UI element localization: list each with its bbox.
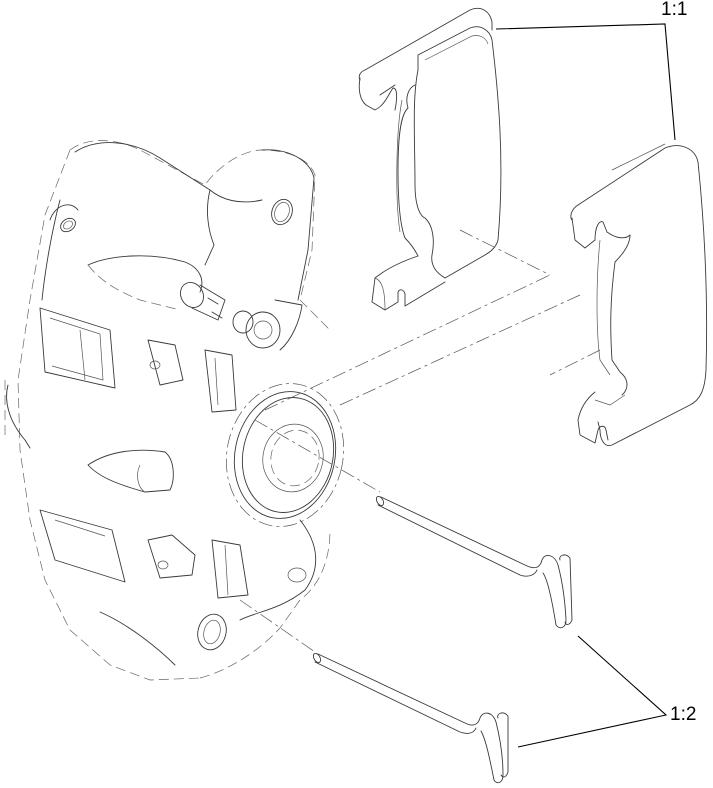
callout-label-pads: 1:1 (661, 0, 688, 20)
caliper-body (4, 140, 345, 681)
brake-pad-outer (570, 143, 708, 447)
bleed-nipple (180, 282, 303, 351)
brake-pad-inner (358, 7, 502, 311)
retaining-pin-lower (312, 652, 509, 784)
callout-leaders (495, 23, 676, 748)
retaining-pin-upper (375, 495, 573, 629)
piston-bore (225, 383, 345, 527)
callout-label-pins: 1:2 (670, 704, 697, 725)
alignment-lines (239, 229, 601, 653)
